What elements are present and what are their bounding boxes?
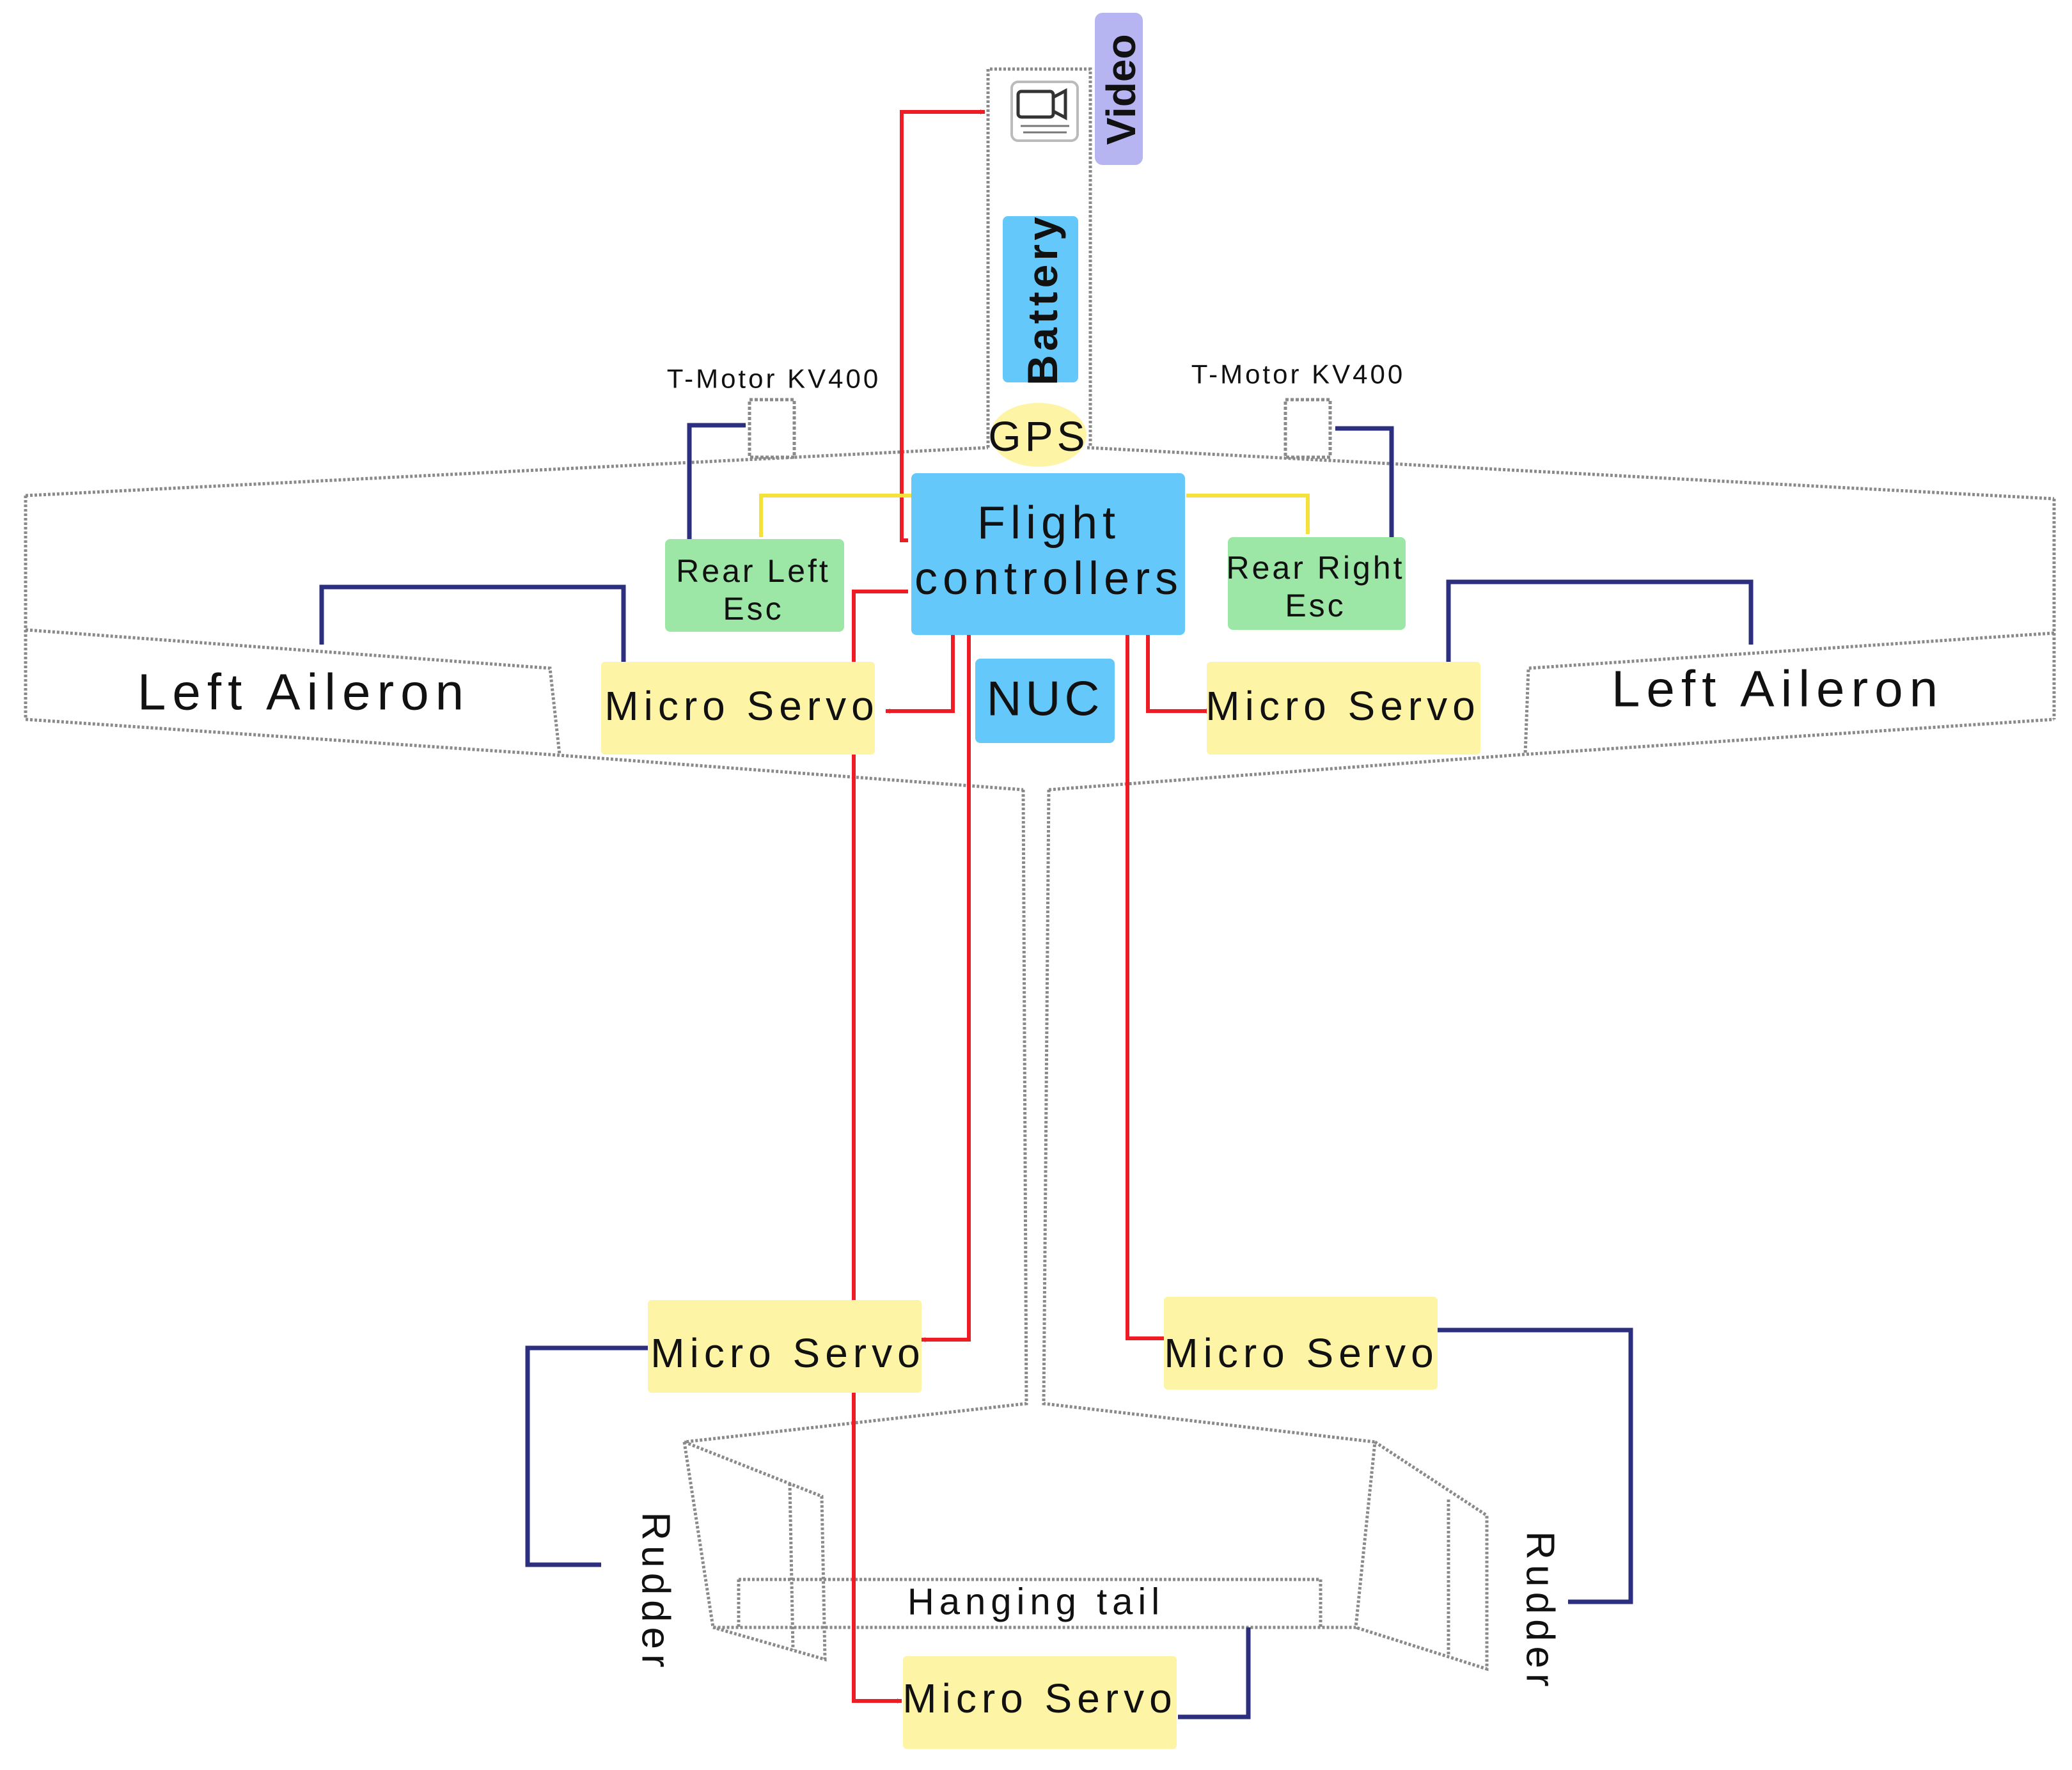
video-label: Video [1098, 34, 1144, 145]
aileron-left-label: Left Aileron [137, 664, 470, 721]
gps-box: GPS [988, 403, 1088, 467]
esc-left-label-line1: Rear Left [676, 553, 831, 589]
tail-fin-right [1355, 1440, 1489, 1672]
rudder-right-label: Rudder [1518, 1531, 1562, 1691]
hanging-tail-frame [737, 1578, 1322, 1627]
navy-line-motor-left [687, 423, 746, 544]
wing-leading-edge [25, 446, 2055, 501]
servo-bottom-box: Micro Servo [902, 1656, 1177, 1749]
servo-tail-right-box: Micro Servo [1164, 1297, 1438, 1390]
flight-controllers-box: Flight controllers [911, 473, 1185, 635]
yellow-line-esc-right [1186, 494, 1310, 535]
navy-line-hanging-tail [1178, 1627, 1251, 1719]
tail-plane [682, 1441, 1377, 1629]
nuc-label: NUC [987, 672, 1104, 726]
fuselage-nose [986, 67, 1092, 448]
aileron-hinge-left [25, 628, 561, 755]
esc-right-label-line1: Rear Right [1227, 550, 1405, 586]
wing-trailing-edge-left [25, 717, 1024, 792]
servo-tail-right-label: Micro Servo [1164, 1330, 1438, 1376]
red-line-servo-wing-left [885, 633, 955, 714]
navy-line-aileron-left [319, 584, 626, 662]
servo-wing-right-box: Micro Servo [1205, 662, 1480, 755]
wing-trailing-edge-right [1048, 717, 2055, 792]
video-box: Video [1095, 13, 1144, 165]
red-line-servo-tail-left [920, 633, 971, 1342]
signal-lines [319, 109, 1754, 1719]
navy-line-motor-right [1335, 426, 1394, 540]
battery-label: Battery [1019, 213, 1066, 385]
airframe-outline [24, 67, 2056, 1672]
yellow-line-esc-left [758, 494, 911, 538]
nuc-box: NUC [975, 659, 1115, 743]
red-line-video [900, 109, 985, 542]
esc-right-label-line2: Esc [1285, 588, 1346, 623]
esc-left-box: Rear Left Esc [665, 539, 844, 632]
flight-controllers-label-line2: controllers [914, 553, 1183, 604]
aileron-hinge-right [1523, 631, 2055, 755]
rudder-left-label: Rudder [634, 1512, 678, 1672]
red-line-servo-tail-right [1126, 633, 1169, 1341]
camera-icon [1010, 81, 1079, 142]
servo-wing-left-box: Micro Servo [601, 662, 879, 755]
aileron-right-label: Left Aileron [1612, 661, 1944, 717]
motor-right-label: T-Motor KV400 [1191, 359, 1405, 389]
battery-box: Battery [1003, 213, 1078, 386]
esc-right-box: Rear Right Esc [1227, 537, 1406, 630]
motor-mount-left [748, 398, 796, 459]
tail-boom [684, 789, 1376, 1444]
tail-fin-left-hinge [788, 1483, 795, 1650]
gps-label: GPS [988, 412, 1088, 460]
servo-wing-right-label: Micro Servo [1205, 683, 1480, 729]
flight-controllers-label-line1: Flight [977, 497, 1120, 549]
navy-line-rudder-left [525, 1345, 648, 1567]
esc-left-label-line2: Esc [723, 591, 783, 627]
servo-tail-left-box: Micro Servo [648, 1300, 925, 1393]
servo-wing-left-label: Micro Servo [604, 683, 879, 729]
red-line-servo-bottom [852, 590, 908, 1703]
motor-mount-right [1283, 398, 1332, 459]
servo-bottom-label: Micro Servo [902, 1675, 1177, 1721]
red-line-servo-wing-right [1146, 633, 1211, 714]
navy-line-aileron-right [1446, 579, 1754, 662]
servo-tail-left-label: Micro Servo [650, 1330, 925, 1376]
motor-left-label: T-Motor KV400 [667, 364, 881, 394]
tail-fin-left [684, 1440, 827, 1662]
hanging-tail-label: Hanging tail [907, 1581, 1165, 1623]
navy-line-rudder-right [1436, 1328, 1633, 1604]
